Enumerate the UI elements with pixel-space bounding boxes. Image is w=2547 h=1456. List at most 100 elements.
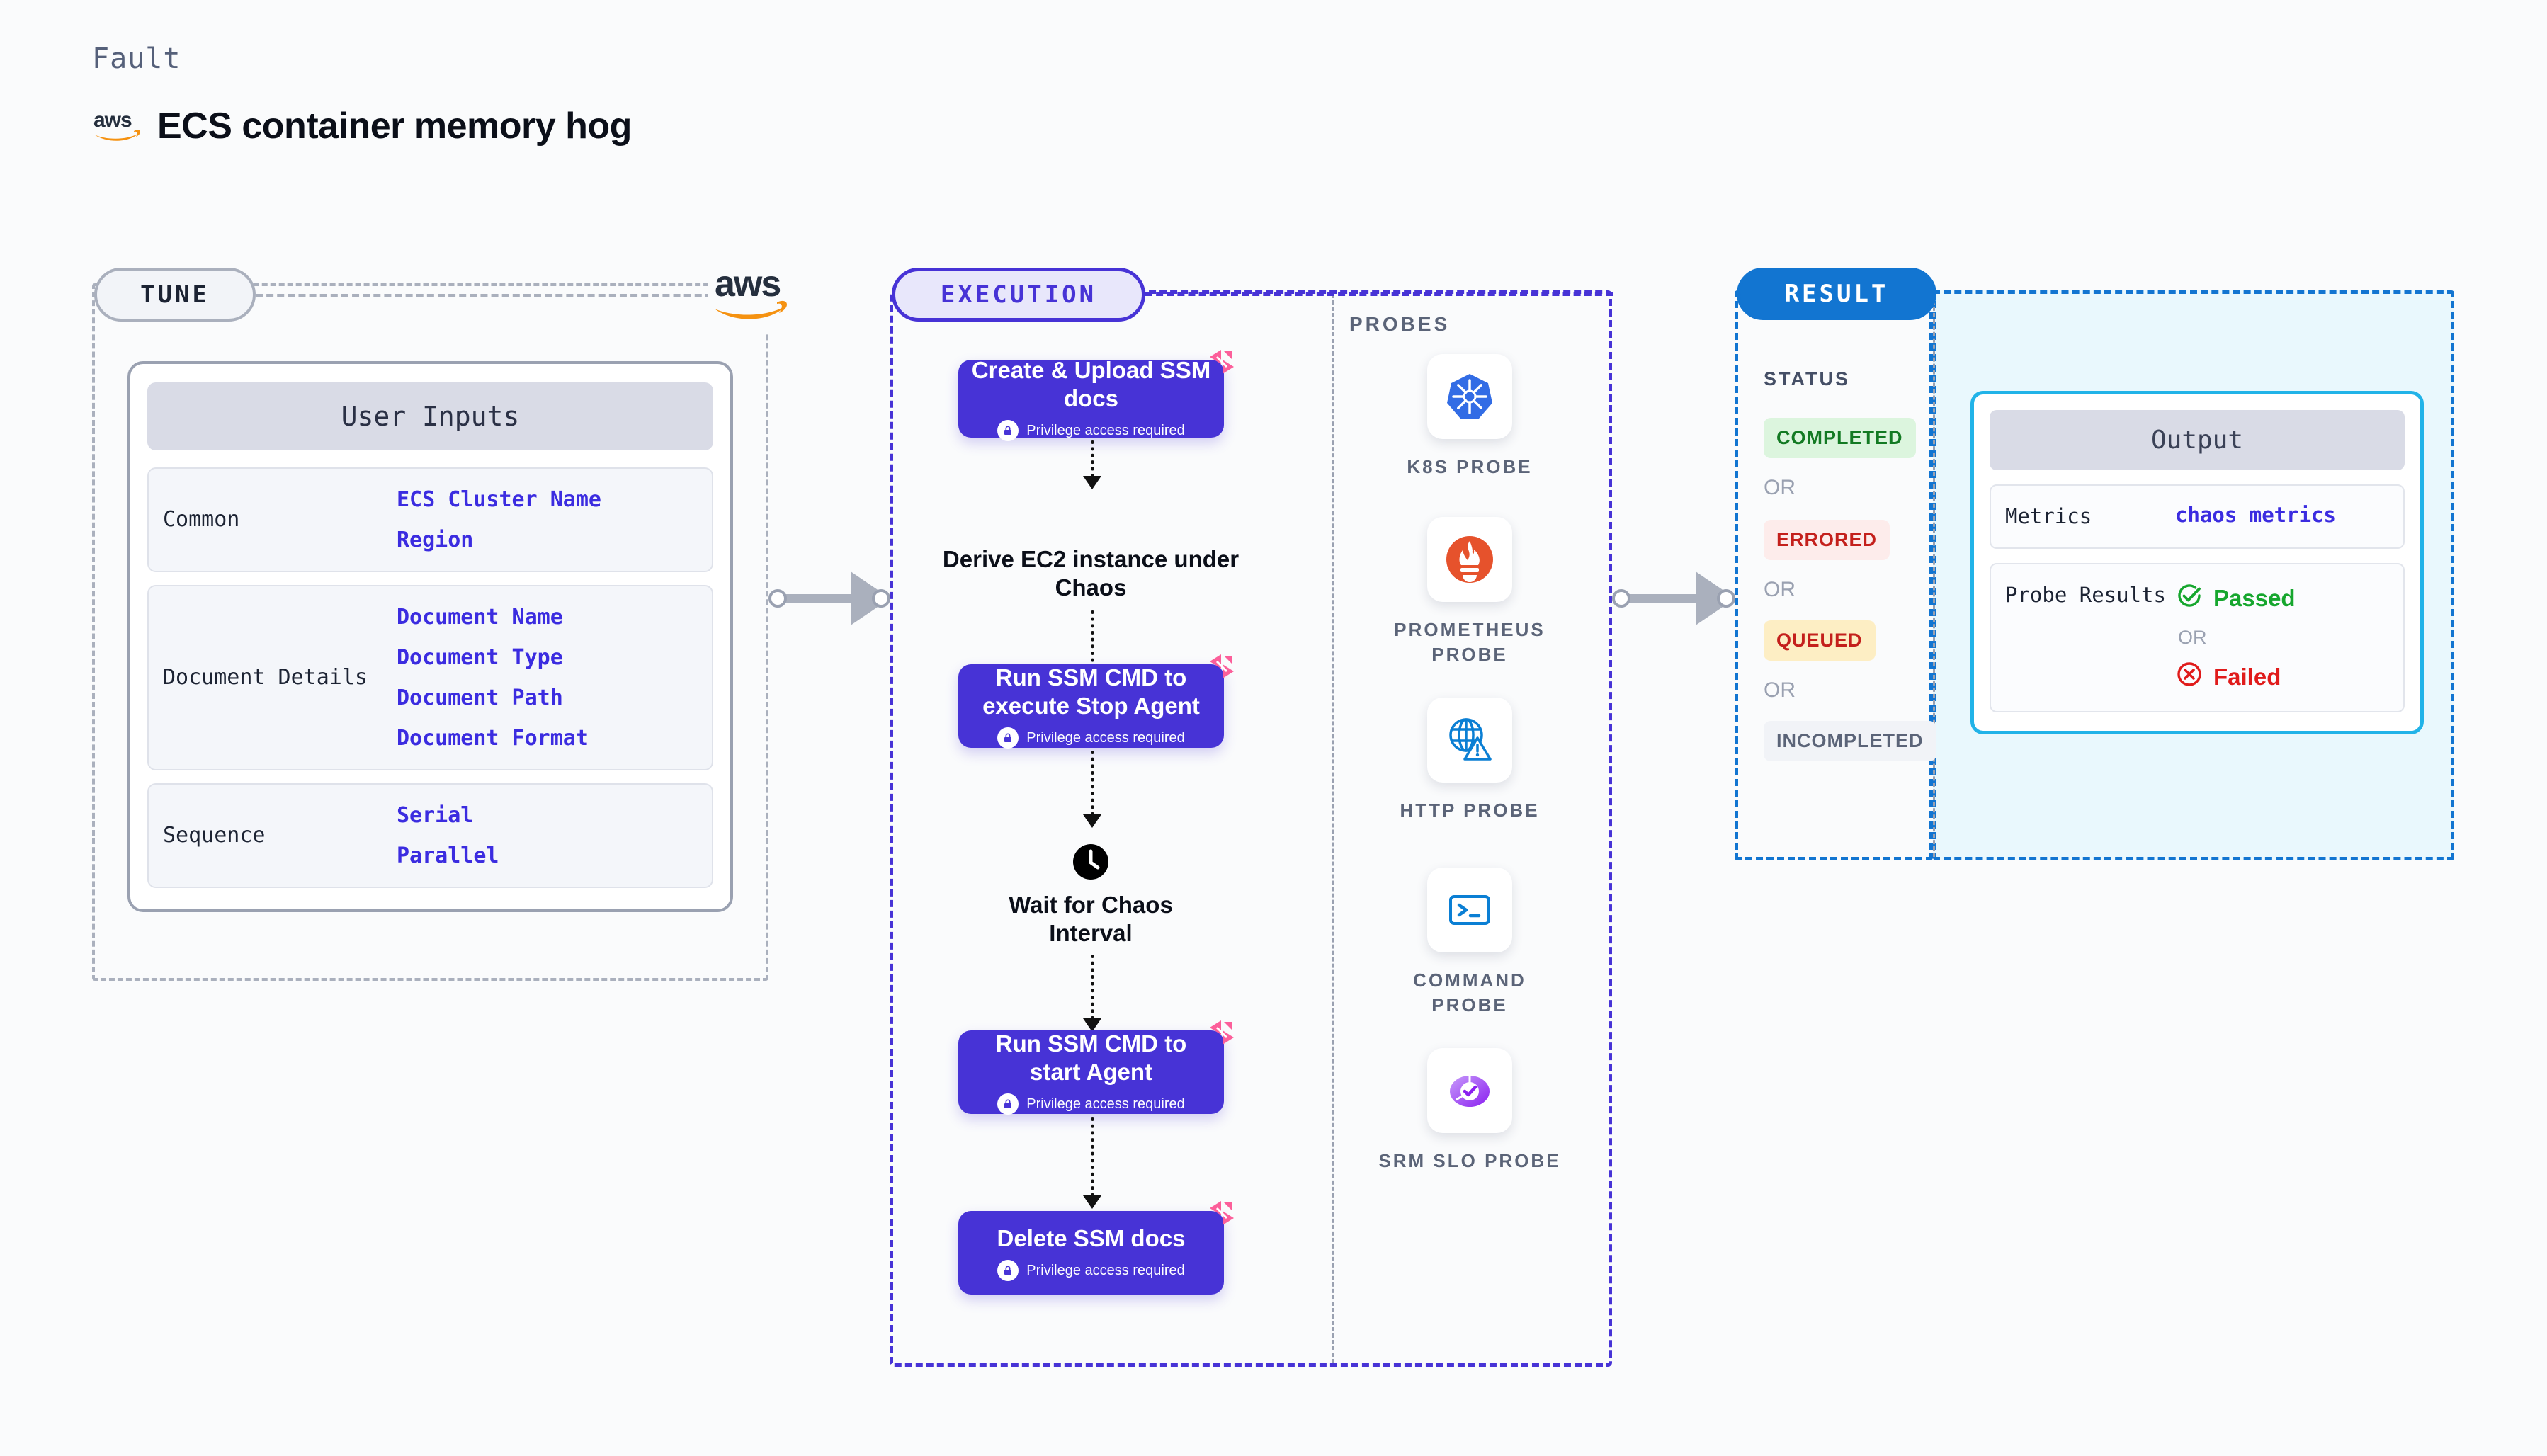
kubernetes-icon bbox=[1427, 354, 1512, 439]
node-label: Create & Upload SSM docs bbox=[971, 356, 1211, 411]
user-inputs-card: User Inputs Common ECS Cluster Name Regi… bbox=[127, 361, 733, 912]
input-value[interactable]: Document Type bbox=[397, 645, 563, 670]
terminal-icon bbox=[1427, 868, 1512, 952]
probe-label: K8S PROBE bbox=[1407, 456, 1533, 477]
chaos-badge-icon bbox=[1206, 650, 1238, 683]
cross-circle-icon bbox=[2175, 660, 2203, 694]
node-label: Derive EC2 instance under Chaos bbox=[942, 546, 1240, 601]
output-card: Output Metrics chaos metrics Probe Resul… bbox=[1970, 391, 2424, 735]
probes-divider bbox=[1332, 294, 1334, 1363]
flow-connector bbox=[1091, 1117, 1094, 1197]
node-privilege-text: Privilege access required bbox=[1026, 729, 1185, 746]
status-badge-completed: COMPLETED bbox=[1764, 418, 1916, 458]
input-group-document-details: Document Details Document Name Document … bbox=[147, 585, 713, 770]
node-privilege-note: Privilege access required bbox=[997, 1093, 1185, 1115]
input-group-label: Sequence bbox=[163, 822, 266, 848]
input-group-label: Document Details bbox=[163, 664, 368, 690]
node-label: Run SSM CMD to start Agent bbox=[995, 1030, 1187, 1085]
input-value[interactable]: Region bbox=[397, 528, 474, 552]
chaos-badge-icon bbox=[1206, 1197, 1238, 1229]
probe-label: HTTP PROBE bbox=[1400, 800, 1540, 821]
status-badge-queued: QUEUED bbox=[1764, 620, 1876, 661]
execution-node[interactable]: Create & Upload SSM docs Privilege acces… bbox=[958, 350, 1234, 442]
probe-result-failed: Failed bbox=[2175, 660, 2296, 694]
chaos-badge-icon bbox=[1206, 1016, 1238, 1049]
probe-label: COMMAND PROBE bbox=[1413, 969, 1526, 1016]
flow-connector bbox=[1091, 610, 1094, 676]
probe-item-k8s[interactable]: K8S PROBE bbox=[1378, 354, 1562, 479]
http-globe-icon bbox=[1427, 698, 1512, 783]
flow-connector bbox=[1091, 751, 1094, 816]
probe-item-command[interactable]: COMMAND PROBE bbox=[1378, 868, 1562, 1018]
flow-arrowhead-icon bbox=[1083, 1018, 1101, 1032]
flow-arrowhead-icon bbox=[1083, 476, 1101, 489]
output-row-key: Probe Results bbox=[2005, 583, 2166, 608]
node-privilege-text: Privilege access required bbox=[1026, 1262, 1185, 1278]
status-or-label: OR bbox=[1764, 476, 1796, 499]
fault-kicker: Fault bbox=[92, 42, 181, 75]
input-group-label: Common bbox=[163, 506, 240, 532]
svg-text:aws: aws bbox=[93, 108, 132, 132]
status-badge-incompleted: INCOMPLETED bbox=[1764, 721, 1936, 761]
probe-result-label: Passed bbox=[2213, 585, 2296, 612]
status-output-divider bbox=[1933, 294, 1935, 857]
title-row: aws ECS container memory hog bbox=[92, 105, 632, 147]
execution-plain-step: Derive EC2 instance under Chaos bbox=[935, 545, 1247, 603]
svg-text:aws: aws bbox=[715, 263, 780, 305]
lock-icon bbox=[997, 1093, 1019, 1115]
node-privilege-text: Privilege access required bbox=[1026, 1096, 1185, 1112]
node-label: Run SSM CMD to execute Stop Agent bbox=[982, 664, 1200, 719]
status-badge-errored: ERRORED bbox=[1764, 520, 1890, 560]
probe-item-prometheus[interactable]: PROMETHEUS PROBE bbox=[1378, 517, 1562, 667]
user-inputs-title: User Inputs bbox=[147, 382, 713, 450]
status-or-label: OR bbox=[1764, 578, 1796, 601]
probes-section-label: PROBES bbox=[1349, 313, 1451, 335]
output-card-title: Output bbox=[1990, 410, 2405, 470]
node-label: Delete SSM docs bbox=[997, 1224, 1186, 1251]
check-circle-icon bbox=[2175, 581, 2203, 615]
probe-result-or-label: OR bbox=[2178, 627, 2207, 649]
flow-connector bbox=[1091, 955, 1094, 1020]
flow-arrowhead-icon bbox=[1083, 814, 1101, 828]
srm-slo-icon bbox=[1427, 1048, 1512, 1133]
input-value[interactable]: Document Path bbox=[397, 686, 563, 710]
clock-icon bbox=[1072, 843, 1110, 881]
flow-arrowhead-icon bbox=[1083, 1195, 1101, 1209]
node-privilege-note: Privilege access required bbox=[997, 727, 1185, 749]
input-value[interactable]: ECS Cluster Name bbox=[397, 487, 601, 512]
execution-clock-step: Wait for Chaos Interval bbox=[977, 843, 1204, 948]
node-privilege-text: Privilege access required bbox=[1026, 422, 1185, 438]
input-group-sequence: Sequence Serial Parallel bbox=[147, 783, 713, 888]
execution-node[interactable]: Delete SSM docs Privilege access require… bbox=[958, 1201, 1234, 1295]
input-value[interactable]: Parallel bbox=[397, 843, 499, 868]
tune-dashed-connector bbox=[256, 294, 723, 297]
execution-pill[interactable]: EXECUTION bbox=[892, 268, 1145, 322]
probe-result-passed: Passed bbox=[2175, 581, 2296, 615]
execution-dashed-connector bbox=[1145, 292, 1613, 296]
lock-icon bbox=[997, 727, 1019, 749]
probe-item-srm-slo[interactable]: SRM SLO PROBE bbox=[1378, 1048, 1562, 1173]
input-value[interactable]: Serial bbox=[397, 803, 474, 828]
status-section-label: STATUS bbox=[1764, 368, 1850, 389]
page-title: ECS container memory hog bbox=[157, 106, 632, 147]
probe-item-http[interactable]: HTTP PROBE bbox=[1378, 698, 1562, 823]
probe-result-label: Failed bbox=[2213, 664, 2281, 690]
lock-icon bbox=[997, 1260, 1019, 1282]
execution-node[interactable]: Run SSM CMD to execute Stop Agent Privil… bbox=[958, 654, 1234, 749]
output-metrics-value[interactable]: chaos metrics bbox=[2175, 503, 2336, 527]
status-or-label: OR bbox=[1764, 678, 1796, 702]
result-pill[interactable]: RESULT bbox=[1737, 268, 1936, 320]
prometheus-icon bbox=[1427, 517, 1512, 602]
probe-label: PROMETHEUS PROBE bbox=[1394, 619, 1545, 666]
probe-label: SRM SLO PROBE bbox=[1378, 1150, 1561, 1171]
input-value[interactable]: Document Format bbox=[397, 726, 589, 751]
node-privilege-note: Privilege access required bbox=[997, 1260, 1185, 1282]
input-value[interactable]: Document Name bbox=[397, 605, 563, 630]
tune-pill[interactable]: TUNE bbox=[94, 268, 256, 322]
node-privilege-note: Privilege access required bbox=[997, 420, 1185, 442]
aws-logo-icon: aws bbox=[92, 108, 142, 144]
node-label: Wait for Chaos Interval bbox=[1009, 892, 1173, 947]
chaos-badge-icon bbox=[1206, 346, 1238, 378]
flow-connector bbox=[1091, 440, 1094, 477]
execution-node[interactable]: Run SSM CMD to start Agent Privilege acc… bbox=[958, 1020, 1234, 1115]
